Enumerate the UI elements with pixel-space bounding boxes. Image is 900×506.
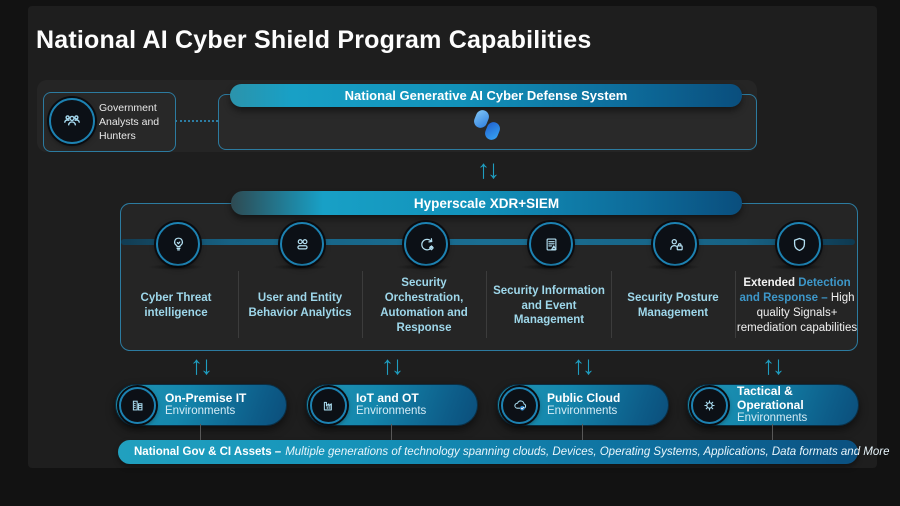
analysts-label: Government Analysts and Hunters: [99, 102, 160, 142]
column-divider: [735, 271, 736, 338]
icon-shadow: [769, 264, 825, 270]
cloud-check-icon: [501, 386, 538, 424]
user-lock-icon: [653, 222, 697, 266]
factory-icon: [310, 386, 347, 424]
buildings-icon: [119, 386, 156, 424]
bidirectional-arrow: ↑↓: [190, 350, 213, 380]
env-label-line1: On-Premise IT: [165, 391, 247, 406]
lightbulb-icon: [156, 222, 200, 266]
copilot-logo-icon: [470, 109, 504, 141]
capability-xdr: Extended Detection and Response – High q…: [736, 266, 858, 346]
column-divider: [486, 271, 487, 338]
assets-banner-title: National Gov & CI Assets –: [134, 446, 282, 458]
capability-xdr-extended: Extended: [743, 277, 799, 290]
env-label-line1: Public Cloud: [547, 391, 621, 406]
env-pill-public-cloud: Public Cloud Environments: [497, 384, 669, 426]
bidirectional-arrow: ↑↓: [572, 350, 595, 380]
env-label-line2: Environments: [547, 405, 618, 418]
capability-posture-management: Security Posture Management: [627, 292, 719, 319]
env-label-line2: Environments: [737, 412, 808, 425]
capability-xdr-detection: Detection and Response –: [739, 277, 851, 305]
assets-banner: National Gov & CI Assets – Multiple gene…: [118, 440, 889, 464]
capability-cyber-threat-intelligence: Cyber Threat intelligence: [140, 292, 212, 319]
government-analysts-box: Government Analysts and Hunters: [43, 92, 176, 152]
connector-line: [200, 424, 201, 441]
xdr-siem-header: Hyperscale XDR+SIEM: [231, 191, 742, 215]
analysts-people-icon: [49, 98, 95, 144]
connector-line: [772, 424, 773, 441]
env-pill-tactical-operational: Tactical & Operational Environments: [687, 384, 859, 426]
page-title: National AI Cyber Shield Program Capabil…: [36, 26, 592, 54]
shield-icon: [777, 222, 821, 266]
event-log-alert-icon: [529, 222, 573, 266]
env-label-line2: Environments: [356, 405, 427, 418]
icon-shadow: [396, 264, 452, 270]
capability-siem: Security Information and Event Managemen…: [493, 284, 605, 327]
dotted-connector: [175, 120, 218, 122]
bidirectional-arrow: ↑↓: [381, 350, 404, 380]
bidirectional-arrow: ↑↓: [477, 154, 500, 184]
automation-loop-icon: [404, 222, 448, 266]
connector-line: [391, 424, 392, 441]
generative-ai-header: National Generative AI Cyber Defense Sys…: [230, 84, 742, 107]
env-label-line1: IoT and OT: [356, 391, 419, 406]
column-divider: [238, 271, 239, 338]
env-label-line1: Tactical & Operational: [737, 384, 804, 413]
users-icon: [280, 222, 324, 266]
column-divider: [362, 271, 363, 338]
env-label-line2: Environments: [165, 405, 236, 418]
icon-shadow: [645, 264, 701, 270]
bidirectional-arrow: ↑↓: [762, 350, 785, 380]
env-pill-on-premise: On-Premise IT Environments: [115, 384, 287, 426]
assets-banner-subtitle: Multiple generations of technology spann…: [285, 446, 890, 458]
icon-shadow: [272, 264, 328, 270]
column-divider: [611, 271, 612, 338]
gear-icon: [691, 386, 728, 424]
capability-soar: Security Orchestration, Automation and R…: [380, 277, 468, 334]
connector-line: [582, 424, 583, 441]
capability-xdr-rest: High quality Signals+ remediation capabi…: [736, 292, 858, 334]
capability-ueba: User and Entity Behavior Analytics: [248, 292, 352, 319]
capability-connector-line: [121, 239, 855, 245]
env-pill-iot-ot: IoT and OT Environments: [306, 384, 478, 426]
icon-shadow: [521, 264, 577, 270]
icon-shadow: [148, 264, 204, 270]
